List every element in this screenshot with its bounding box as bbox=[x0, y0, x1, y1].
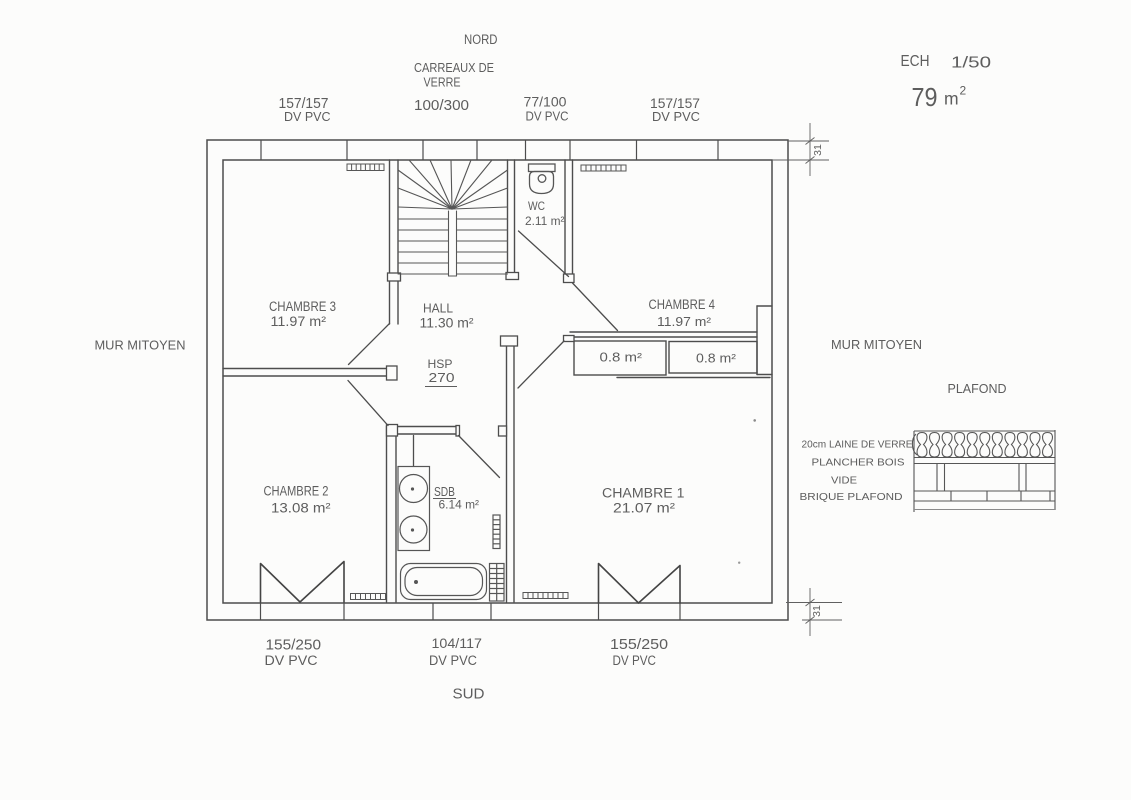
svg-text:157/157: 157/157 bbox=[279, 96, 329, 112]
svg-text:20cm LAINE DE VERRE: 20cm LAINE DE VERRE bbox=[802, 439, 913, 451]
svg-text:CHAMBRE 4: CHAMBRE 4 bbox=[649, 297, 716, 312]
svg-text:1/50: 1/50 bbox=[951, 55, 991, 72]
svg-text:77/100: 77/100 bbox=[524, 95, 567, 110]
svg-text:100/300: 100/300 bbox=[414, 98, 469, 114]
svg-text:DV PVC: DV PVC bbox=[429, 653, 477, 668]
svg-text:MUR MITOYEN: MUR MITOYEN bbox=[831, 337, 922, 352]
svg-text:155/250: 155/250 bbox=[266, 637, 322, 654]
svg-text:NORD: NORD bbox=[464, 32, 498, 47]
svg-text:79: 79 bbox=[912, 82, 938, 112]
svg-text:DV PVC: DV PVC bbox=[652, 110, 700, 124]
svg-text:HSP: HSP bbox=[428, 357, 453, 371]
svg-text:VERRE: VERRE bbox=[424, 76, 461, 90]
svg-text:157/157: 157/157 bbox=[650, 95, 700, 111]
svg-text:13.08 m²: 13.08 m² bbox=[271, 501, 331, 516]
svg-text:2: 2 bbox=[960, 84, 967, 98]
svg-text:PLAFOND: PLAFOND bbox=[948, 382, 1007, 396]
svg-text:11.97 m²: 11.97 m² bbox=[271, 314, 327, 329]
svg-text:m: m bbox=[944, 89, 959, 109]
svg-text:CHAMBRE 3: CHAMBRE 3 bbox=[269, 299, 336, 314]
svg-text:31: 31 bbox=[811, 605, 823, 617]
svg-text:DV PVC: DV PVC bbox=[284, 109, 331, 124]
svg-text:0.8 m²: 0.8 m² bbox=[696, 351, 737, 366]
svg-text:DV PVC: DV PVC bbox=[265, 653, 318, 668]
svg-text:31: 31 bbox=[812, 144, 824, 156]
svg-text:ECH: ECH bbox=[901, 53, 930, 70]
svg-text:HALL: HALL bbox=[423, 301, 453, 316]
svg-text:0.8 m²: 0.8 m² bbox=[600, 350, 643, 365]
svg-text:SUD: SUD bbox=[453, 686, 485, 703]
svg-text:CHAMBRE 2: CHAMBRE 2 bbox=[264, 484, 329, 499]
svg-text:BRIQUE PLAFOND: BRIQUE PLAFOND bbox=[800, 491, 903, 503]
svg-text:155/250: 155/250 bbox=[610, 636, 668, 653]
svg-text:DV PVC: DV PVC bbox=[613, 653, 657, 668]
svg-text:DV PVC: DV PVC bbox=[526, 110, 569, 124]
svg-text:270: 270 bbox=[429, 370, 455, 385]
svg-text:104/117: 104/117 bbox=[432, 635, 483, 651]
svg-text:CARREAUX DE: CARREAUX DE bbox=[414, 61, 494, 75]
svg-text:VIDE: VIDE bbox=[831, 475, 857, 487]
svg-text:6.14 m²: 6.14 m² bbox=[439, 498, 480, 512]
svg-text:11.30 m²: 11.30 m² bbox=[420, 316, 475, 331]
svg-text:21.07 m²: 21.07 m² bbox=[613, 501, 676, 516]
svg-text:PLANCHER BOIS: PLANCHER BOIS bbox=[812, 457, 905, 469]
svg-text:WC: WC bbox=[528, 201, 545, 213]
svg-text:11.97 m²: 11.97 m² bbox=[657, 314, 712, 329]
svg-text:2.11 m²: 2.11 m² bbox=[525, 214, 565, 228]
svg-text:MUR MITOYEN: MUR MITOYEN bbox=[95, 338, 186, 353]
svg-text:CHAMBRE 1: CHAMBRE 1 bbox=[602, 486, 685, 501]
svg-text:SDB: SDB bbox=[434, 485, 455, 499]
